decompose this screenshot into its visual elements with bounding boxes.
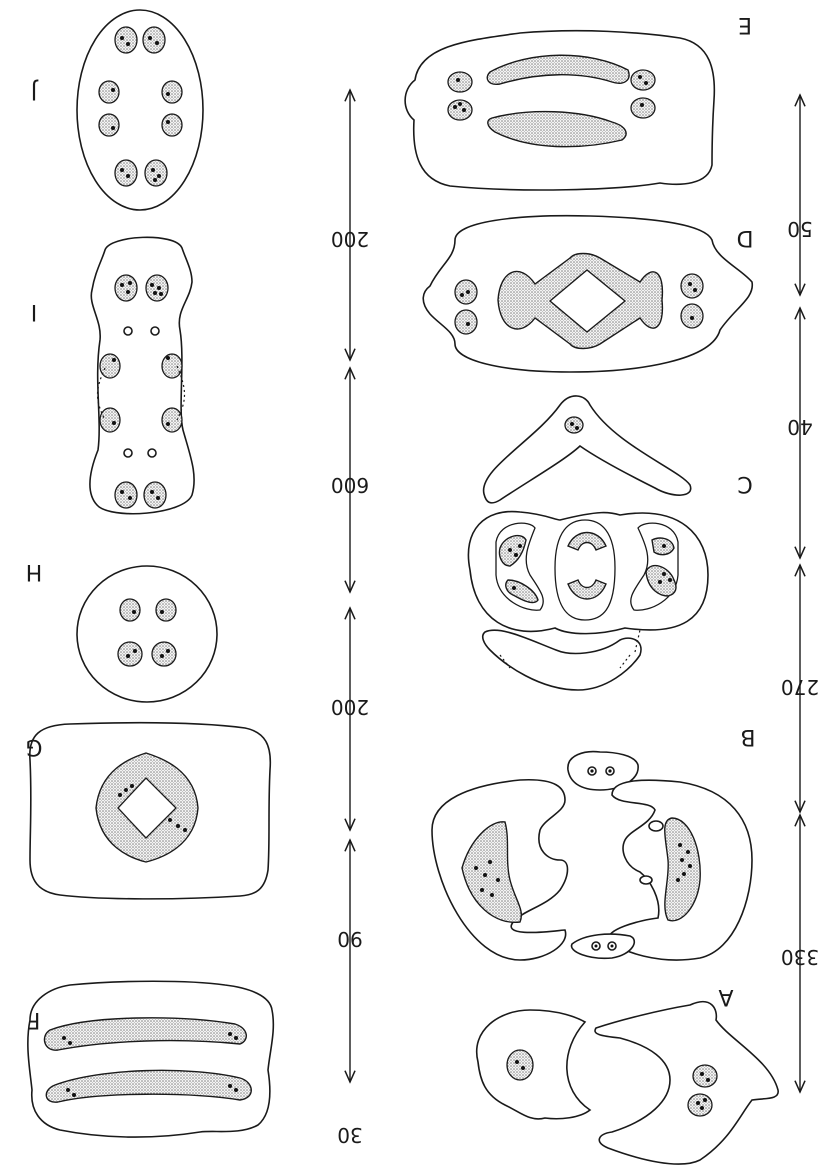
section-A-pocket	[572, 934, 635, 958]
section-F	[28, 981, 274, 1137]
label-D: D	[737, 225, 754, 250]
section-J	[77, 10, 203, 210]
label-J: J	[31, 78, 40, 103]
interval-50: 50	[787, 217, 812, 241]
interval-40: 40	[787, 415, 812, 439]
label-A: A	[718, 984, 733, 1009]
section-B	[432, 780, 752, 960]
label-B: B	[740, 724, 755, 749]
section-I	[90, 237, 194, 513]
interval-30: 30	[337, 1123, 362, 1147]
label-G: G	[25, 734, 42, 759]
interval-600: 600	[331, 473, 369, 497]
label-I: I	[31, 299, 38, 324]
label-E: E	[738, 12, 752, 37]
section-C	[468, 396, 708, 634]
label-C: C	[737, 471, 752, 496]
interval-200-top: 200	[331, 227, 369, 251]
section-E	[405, 31, 714, 190]
label-H: H	[26, 559, 43, 584]
interval-90: 90	[337, 927, 362, 951]
section-A	[477, 1002, 778, 1164]
interval-330: 330	[781, 945, 819, 969]
section-G	[30, 723, 271, 899]
section-D	[423, 216, 752, 372]
section-H	[77, 566, 217, 702]
interval-200-bottom: 200	[331, 695, 369, 719]
section-C-fragment	[483, 630, 641, 690]
interval-270: 270	[781, 675, 819, 699]
label-F: F	[28, 1007, 41, 1032]
